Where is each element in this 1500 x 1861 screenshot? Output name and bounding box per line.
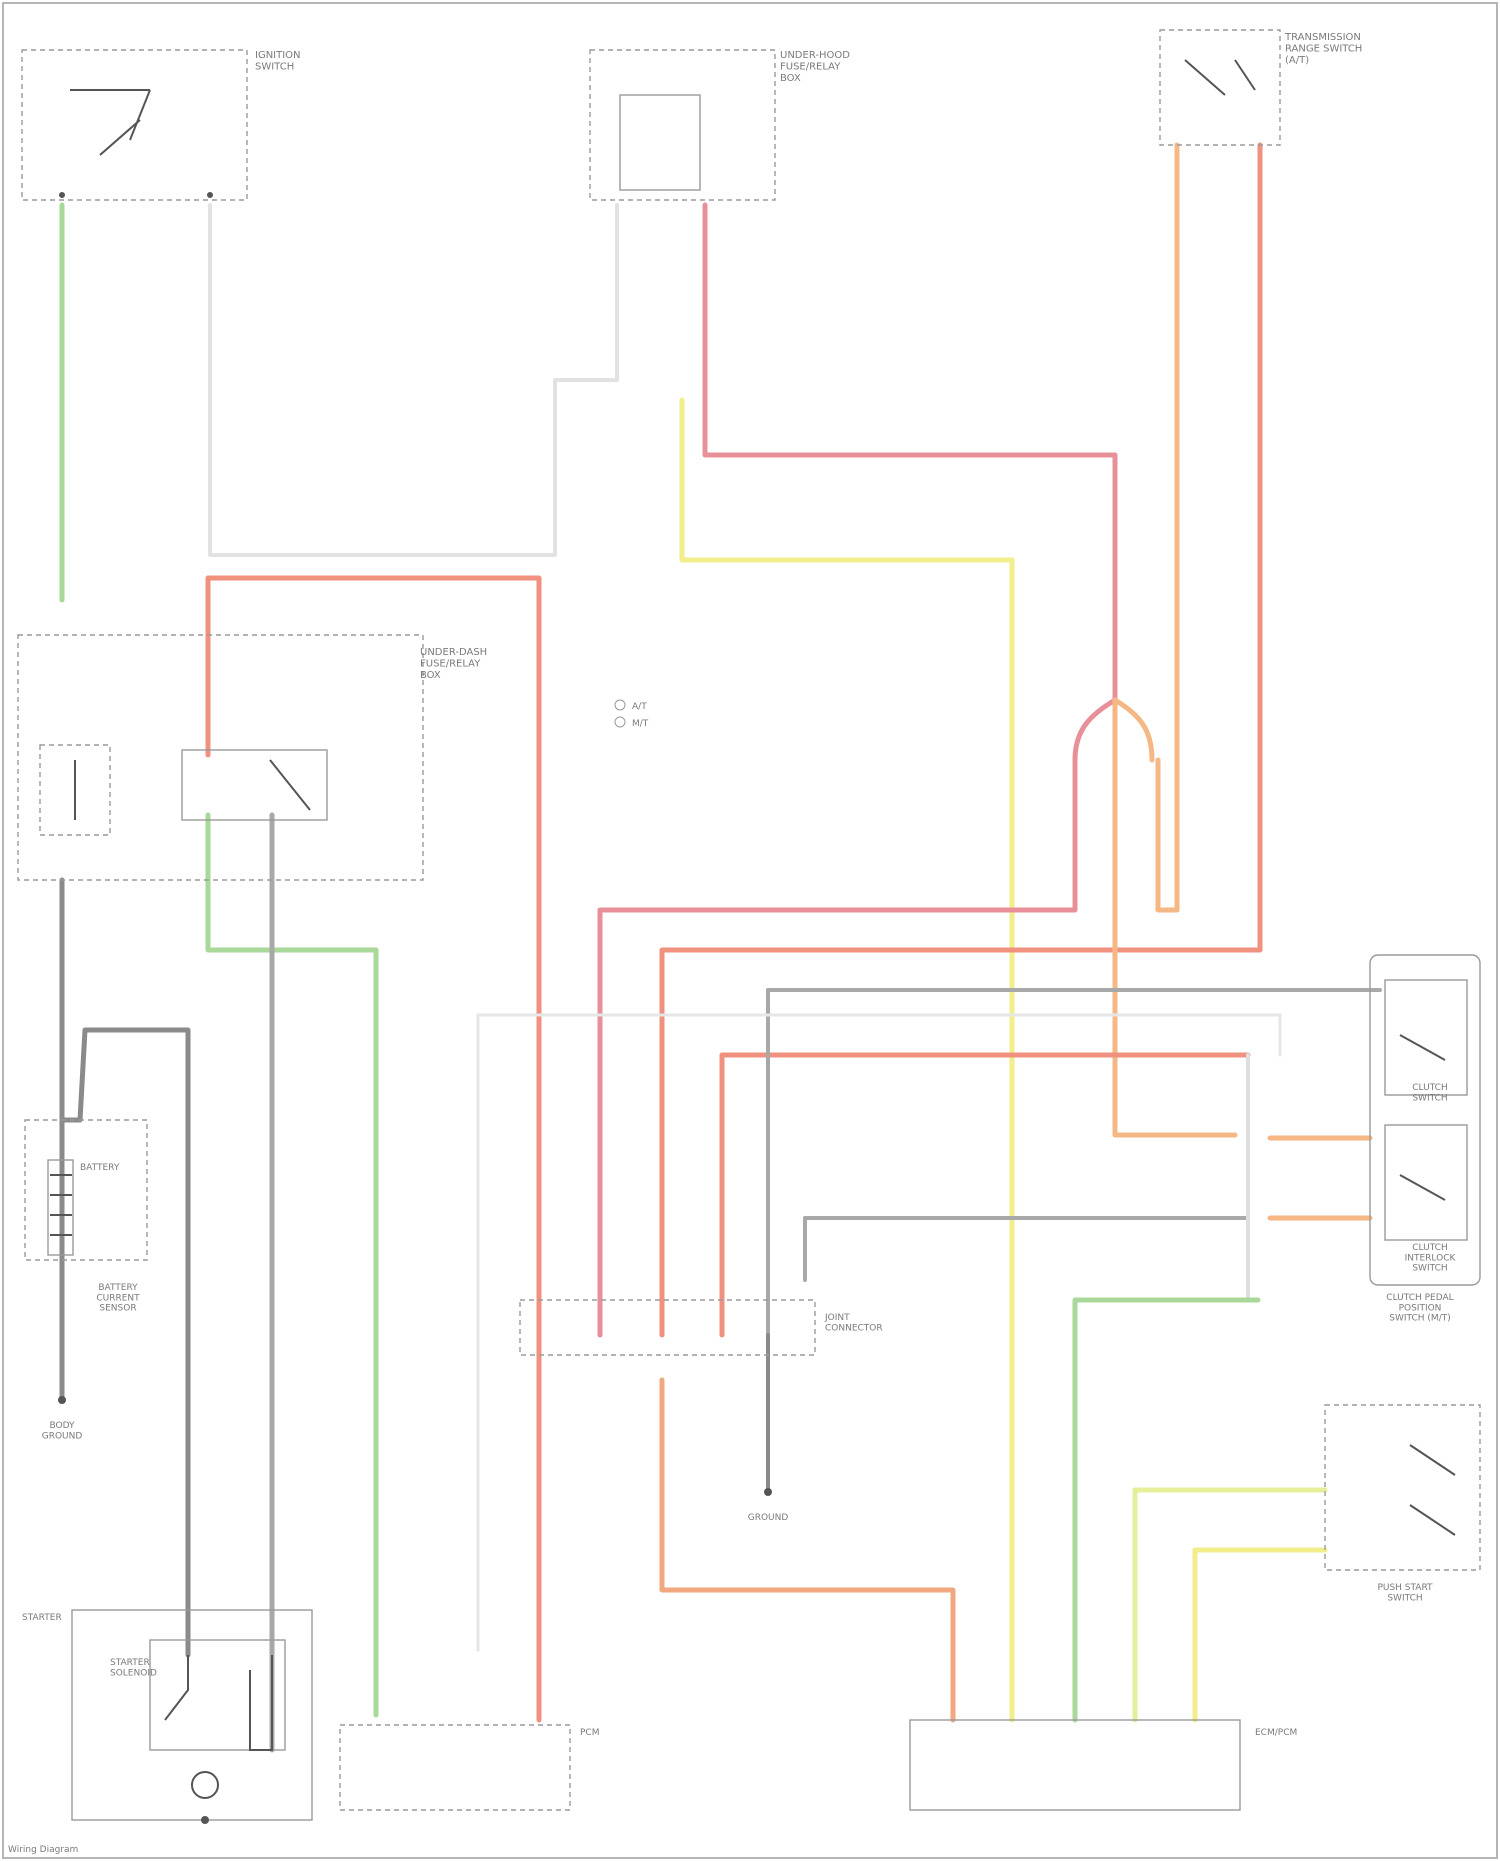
label-line: CONNECTOR [825,1323,883,1333]
ground-ecm-label: GROUND [748,1513,789,1523]
wire-pink-ig1 [705,205,1115,700]
pcm-left-label: PCM [580,1728,599,1738]
label-line: IGNITION [255,50,301,61]
footer-note: Wiring Diagram [8,1845,78,1855]
label-line: BOX [420,670,441,681]
wire-gray-interlock [805,1218,1248,1280]
label-line: SWITCH [1387,1593,1422,1603]
label-line: UNDER-HOOD [780,50,850,61]
label-line: CURRENT [96,1293,140,1303]
wire-yellow [682,400,1012,1720]
motor-icon [192,1772,218,1798]
label-line: SWITCH [1412,1093,1447,1103]
label-line: CLUTCH PEDAL [1386,1293,1453,1303]
label-line: STARTER [110,1658,150,1668]
legend: A/T M/T [615,700,649,729]
switch-icon [1400,1035,1445,1200]
diagram-border [3,3,1497,1858]
wire-orange-tr [1158,145,1177,910]
label-line: PUSH START [1377,1583,1433,1593]
switch-icon [1185,60,1255,95]
label-line: BATTERY [98,1283,138,1293]
wire-darkgray-battery-plus [62,1030,188,1655]
label-line: SOLENOID [110,1668,157,1678]
wire-yellow-pushstart [1195,1550,1325,1720]
label-line: FUSE/RELAY [780,62,841,73]
label-line: FUSE/RELAY [420,659,481,670]
label-line: UNDER-DASH [420,647,487,658]
switch-icon [165,1655,272,1750]
ecm-label: ECM/PCM [1255,1728,1297,1738]
ground-icon: GROUND [748,1488,789,1523]
label-line: CLUTCH [1412,1083,1447,1093]
ecm-connector: ECM/PCM [910,1720,1297,1810]
label-line: RANGE SWITCH [1285,44,1362,55]
wire-red-tr [662,145,1260,1335]
wire-red-joint [722,1055,1248,1335]
legend-a: A/T [632,702,647,712]
wire-ygreen-pushstart [1135,1490,1325,1720]
wire-lightgray-ignition-st [210,205,617,555]
label-line: CLUTCH [1412,1243,1447,1253]
label-line: POSITION [1399,1303,1442,1313]
wire-orange-ecm [662,1380,953,1720]
relay-coil-icon [270,760,310,810]
wire-pink-split-left [600,700,1115,1335]
label-line: GROUND [42,1431,83,1441]
switch-icon [70,90,150,155]
label-line: SWITCH [1412,1264,1447,1274]
wire-green-starter-cut [208,815,376,1715]
legend-b: M/T [632,719,649,729]
label-line: SWITCH (M/T) [1389,1314,1450,1324]
starter-label: STARTER [22,1613,62,1623]
battery-label: BATTERY [80,1163,120,1173]
label-line: BOX [780,73,801,84]
label-line: SWITCH [255,62,294,73]
switch-icon [1410,1445,1455,1535]
pcm-connector-left: PCM [340,1725,599,1810]
wire-green-ecm [1075,1300,1258,1720]
wire-gray-clutch [768,990,1380,1335]
label-line: INTERLOCK [1405,1253,1457,1263]
wire-lightgray-right [1248,1055,1258,1300]
label-line: (A/T) [1285,55,1309,66]
wire-pink-split-right [1115,700,1152,760]
label-line: JOINT [824,1313,850,1323]
label-line: TRANSMISSION [1284,32,1361,43]
label-line: SENSOR [99,1304,136,1314]
label-line: BODY [49,1421,75,1431]
